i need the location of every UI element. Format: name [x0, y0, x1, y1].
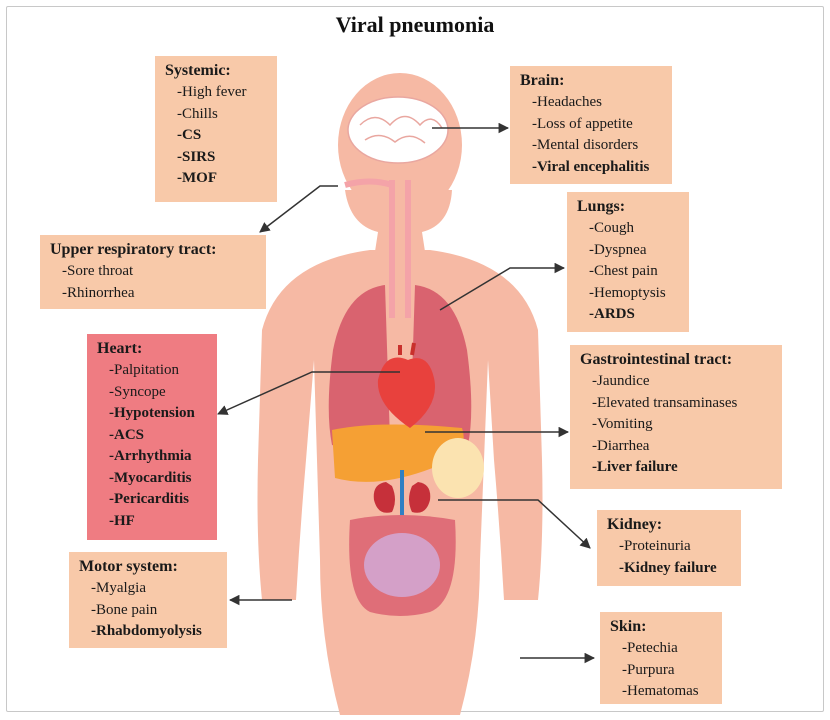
systemic-list: -High fever -Chills -CS -SIRS -MOF [165, 82, 267, 190]
gastrointestinal-item: -Jaundice [592, 373, 650, 389]
skin-item: -Petechia [622, 640, 678, 656]
skin-box: Skin: -Petechia -Purpura -Hematomas [600, 612, 722, 704]
brain-item: -Headaches [532, 94, 602, 110]
brain-box: Brain: -Headaches -Loss of appetite -Menta… [510, 66, 672, 184]
motor-list: -Myalgia -Bone pain -Rhabdomyolysis [79, 578, 217, 643]
nasal-passage [344, 178, 393, 188]
arrow-upper-respiratory [259, 185, 338, 233]
lungs-item: -Cough [589, 220, 634, 236]
kidney-item: -Proteinuria [619, 538, 691, 554]
systemic-item: -Chills [177, 105, 218, 122]
gastrointestinal-list: -Jaundice -Elevated transaminases -Vomitin… [580, 371, 772, 479]
brain-heading: Brain: [520, 72, 565, 89]
kidney-heading: Kidney: [607, 516, 663, 533]
motor-item: -Rhabdomyolysis [91, 623, 202, 639]
motor-item: -Myalgia [91, 580, 146, 596]
systemic-item: -CS [177, 127, 202, 143]
heart-item: -HF [109, 512, 135, 529]
gastrointestinal-item: -Diarrhea [592, 437, 650, 454]
lungs-list: -Cough -Dyspnea -Chest pain -Hemoptysis -ARD… [577, 218, 679, 326]
kidney-illustration [373, 470, 431, 528]
systemic-item: -MOF [177, 170, 217, 186]
upper-respiratory-item: -Rhinorrhea [62, 284, 135, 301]
gastrointestinal-box: Gastrointestinal tract: -Jaundice -Elevat… [570, 345, 782, 489]
gallbladder-illustration [432, 438, 484, 498]
systemic-box: Systemic: -High fever -Chills -CS -SIRS -MOF [155, 56, 277, 202]
kidney-list: -Proteinuria -Kidney failure [607, 536, 731, 579]
arrow-kidney [438, 499, 591, 549]
intestine-illustration [349, 515, 456, 616]
heart-item: -ACS [109, 426, 145, 443]
heart-box: Heart: -Palpitation-Syncope-Hypotension-… [87, 334, 217, 540]
heart-item: -Hypotension [109, 405, 195, 421]
motor-box: Motor system: -Myalgia -Bone pain -Rhabdom… [69, 552, 227, 648]
skin-list: -Petechia -Purpura -Hematomas [610, 638, 712, 703]
systemic-heading: Systemic: [165, 62, 231, 79]
skin-item: -Hematomas [622, 683, 699, 699]
systemic-item: -SIRS [177, 148, 216, 165]
heart-heading: Heart: [97, 340, 143, 357]
upper-respiratory-box: Upper respiratory tract: -Sore throat -Rh… [40, 235, 266, 309]
heart-item: -Arrhythmia [109, 448, 192, 464]
brain-illustration [347, 96, 449, 164]
trachea [389, 180, 411, 318]
systemic-item: -High fever [177, 84, 247, 100]
kidney-item: -Kidney failure [619, 559, 717, 576]
gastrointestinal-item: -Liver failure [592, 459, 678, 475]
gastrointestinal-heading: Gastrointestinal tract: [580, 351, 733, 368]
skin-item: -Purpura [622, 661, 675, 678]
brain-list: -Headaches -Loss of appetite -Mental disor… [520, 92, 662, 178]
heart-item: -Palpitation [109, 362, 179, 378]
upper-respiratory-item: -Sore throat [62, 263, 134, 279]
arrow-lungs [439, 262, 566, 311]
lungs-box: Lungs: -Cough -Dyspnea -Chest pain -Hemopty… [567, 192, 689, 332]
heart-item: -Pericarditis [109, 491, 189, 507]
motor-item: -Bone pain [91, 601, 158, 618]
lungs-heading: Lungs: [577, 198, 626, 215]
lungs-item: -Chest pain [589, 263, 658, 279]
brain-item: -Viral encephalitis [532, 158, 650, 175]
motor-heading: Motor system: [79, 558, 178, 575]
liver-illustration [332, 424, 464, 482]
lungs-item: -ARDS [589, 306, 635, 322]
heart-illustration [377, 342, 435, 428]
upper-respiratory-heading: Upper respiratory tract: [50, 241, 217, 258]
gastrointestinal-item: -Elevated transaminases [592, 394, 738, 411]
figure-title: Viral pneumonia [335, 12, 495, 37]
lungs-item: -Dyspnea [589, 241, 647, 258]
heart-list: -Palpitation -Syncope -Hypotension -ACS -Arr… [97, 360, 207, 532]
brain-item: -Mental disorders [532, 137, 639, 153]
upper-respiratory-list: -Sore throat -Rhinorrhea [50, 261, 256, 304]
brain-item: -Loss of appetite [532, 115, 633, 132]
arrow-heart [217, 371, 400, 415]
skin-heading: Skin: [610, 618, 647, 635]
heart-item: -Syncope [109, 383, 166, 400]
kidney-box: Kidney: -Proteinuria -Kidney failure [597, 510, 741, 586]
connector-arrows [217, 122, 596, 664]
heart-item: -Myocarditis [109, 469, 192, 486]
gastrointestinal-item: -Vomiting [592, 416, 653, 432]
lungs-item: -Hemoptysis [589, 284, 666, 301]
